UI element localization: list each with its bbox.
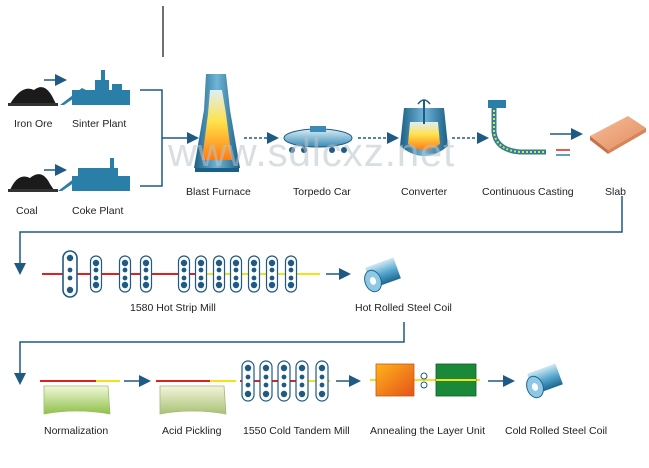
coke-plant-icon (58, 158, 130, 191)
hot-mill-stands (62, 250, 298, 298)
sinter-plant-icon (60, 70, 130, 105)
mill-stand-icon (277, 360, 291, 402)
mill-stand-icon (62, 250, 78, 298)
slab-icon (590, 116, 646, 154)
label-sinter-plant: Sinter Plant (72, 118, 127, 130)
mill-stand-icon (118, 255, 132, 293)
label-torpedo-car: Torpedo Car (293, 186, 351, 198)
mill-stand-icon (241, 360, 255, 402)
converter-icon (400, 99, 448, 156)
label-cold-tandem-mill: 1550 Cold Tandem Mill (243, 425, 350, 437)
label-cold-rolled-coil: Cold Rolled Steel Coil (505, 425, 608, 437)
mill-stand-icon (265, 255, 279, 293)
label-blast-furnace: Blast Furnace (186, 186, 251, 198)
label-hot-rolled-coil: Hot Rolled Steel Coil (355, 302, 452, 314)
mill-stand-icon (177, 255, 191, 293)
bracket-connector (140, 89, 163, 187)
mill-stand-icon (284, 255, 298, 293)
cold-mill-stands (241, 360, 329, 402)
cold-rolled-coil-icon (526, 363, 563, 399)
hot-rolled-coil-icon (364, 257, 401, 293)
label-acid-pickling: Acid Pickling (162, 425, 222, 437)
annealing-unit-icon (370, 363, 480, 397)
mill-stand-icon (89, 255, 103, 293)
blast-furnace-icon (194, 74, 240, 172)
mill-stand-icon (212, 255, 226, 293)
label-coal: Coal (16, 205, 38, 217)
connector-row2-row3 (14, 322, 405, 385)
mill-stand-icon (315, 360, 329, 402)
continuous-casting-icon (488, 100, 570, 156)
label-converter: Converter (401, 186, 448, 198)
label-hot-strip-mill: 1580 Hot Strip Mill (130, 302, 216, 314)
torpedo-car-icon (283, 126, 353, 153)
normalization-tank-icon (43, 385, 111, 415)
iron-ore-pile-icon (8, 87, 58, 106)
mill-stand-icon (259, 360, 273, 402)
watermark-text: www.sdlcxz.net (168, 131, 456, 175)
acid-pickling-tank-icon (159, 385, 227, 415)
connector-row1-row2 (14, 196, 623, 275)
mill-stand-icon (295, 360, 309, 402)
label-annealing: Annealing the Layer Unit (370, 425, 485, 437)
label-continuous-casting: Continuous Casting (482, 186, 574, 198)
label-slab: Slab (605, 186, 627, 198)
mill-stand-icon (247, 255, 261, 293)
label-normalization: Normalization (44, 425, 109, 437)
mill-stand-icon (194, 255, 208, 293)
mill-stand-icon (139, 255, 153, 293)
mill-stand-icon (229, 255, 243, 293)
coal-pile-icon (8, 174, 58, 192)
label-coke-plant: Coke Plant (72, 205, 124, 217)
label-iron-ore: Iron Ore (14, 118, 53, 130)
